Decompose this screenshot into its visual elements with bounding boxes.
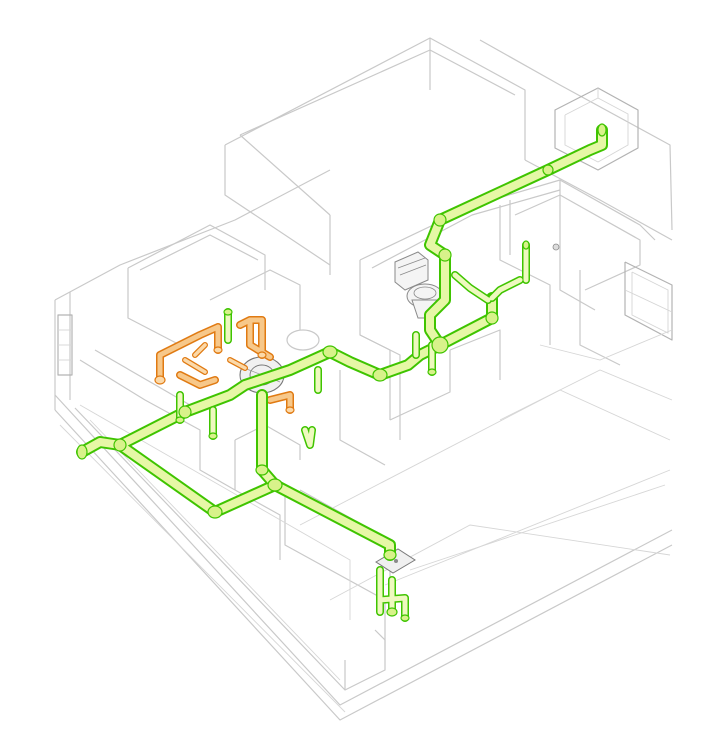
toilet-fixture[interactable] <box>394 251 444 319</box>
building-walls <box>54 37 673 721</box>
shower-drain[interactable] <box>552 243 560 251</box>
domestic-water-pipes[interactable] <box>156 316 294 414</box>
pipe-fittings[interactable] <box>76 123 607 622</box>
